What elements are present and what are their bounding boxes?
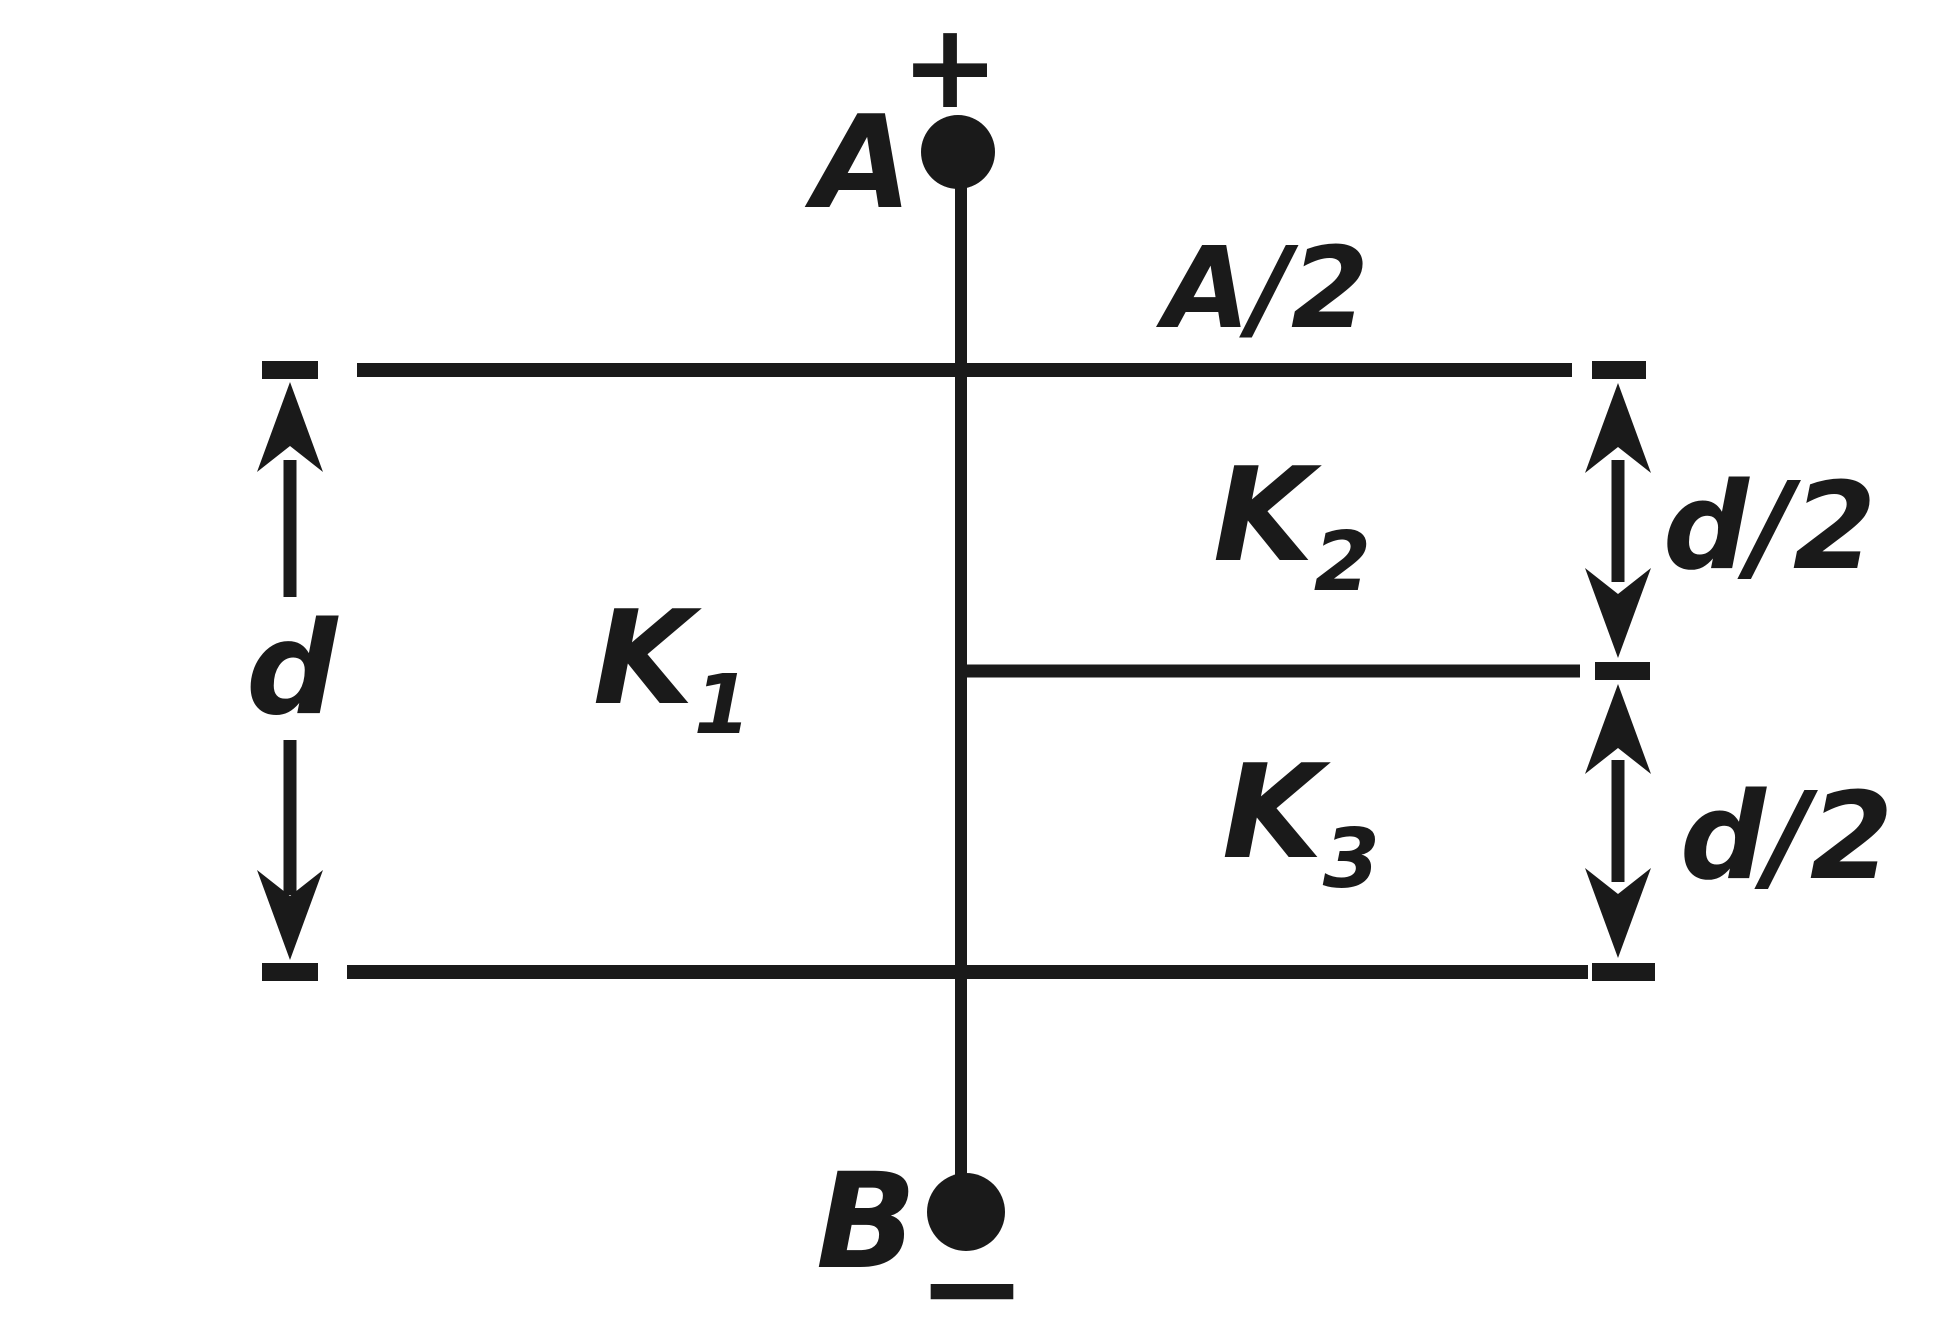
dimension-d: d <box>246 361 339 981</box>
arrowhead-down-icon <box>257 870 323 960</box>
k1-subscript: 1 <box>694 658 751 753</box>
dielectric-k1-label: K1 <box>593 582 751 753</box>
arrowhead-up-icon <box>1585 383 1651 473</box>
k2-subscript: 2 <box>1314 515 1371 610</box>
bottom-terminal-dot <box>927 1173 1005 1251</box>
k3-base: K <box>1222 736 1331 888</box>
plus-sign: + <box>901 0 1000 135</box>
top-terminal-dot <box>921 115 995 189</box>
k3-subscript: 3 <box>1323 812 1380 907</box>
minus-sign: − <box>917 1211 1028 1338</box>
terminal-b-label: B <box>816 1145 917 1299</box>
gap-d-label: d <box>246 595 339 744</box>
terminal-a-label: A <box>804 89 912 238</box>
arrowhead-up-icon <box>257 382 323 472</box>
plate-area-label: A/2 <box>1155 224 1369 354</box>
gap-d2-upper-label: d/2 <box>1663 458 1876 597</box>
gap-d2-lower-label: d/2 <box>1680 768 1893 907</box>
dielectric-k3-label: K3 <box>1222 736 1380 907</box>
k2-base: K <box>1213 439 1322 591</box>
dielectric-k2-label: K2 <box>1213 439 1371 610</box>
dimension-d2-upper: d/2 <box>1585 361 1876 680</box>
k1-base: K <box>593 582 702 734</box>
arrowhead-down-icon <box>1585 868 1651 958</box>
arrowhead-down-icon <box>1585 568 1651 658</box>
arrowhead-up-icon <box>1585 684 1651 774</box>
dimension-d2-lower: d/2 <box>1585 684 1893 981</box>
